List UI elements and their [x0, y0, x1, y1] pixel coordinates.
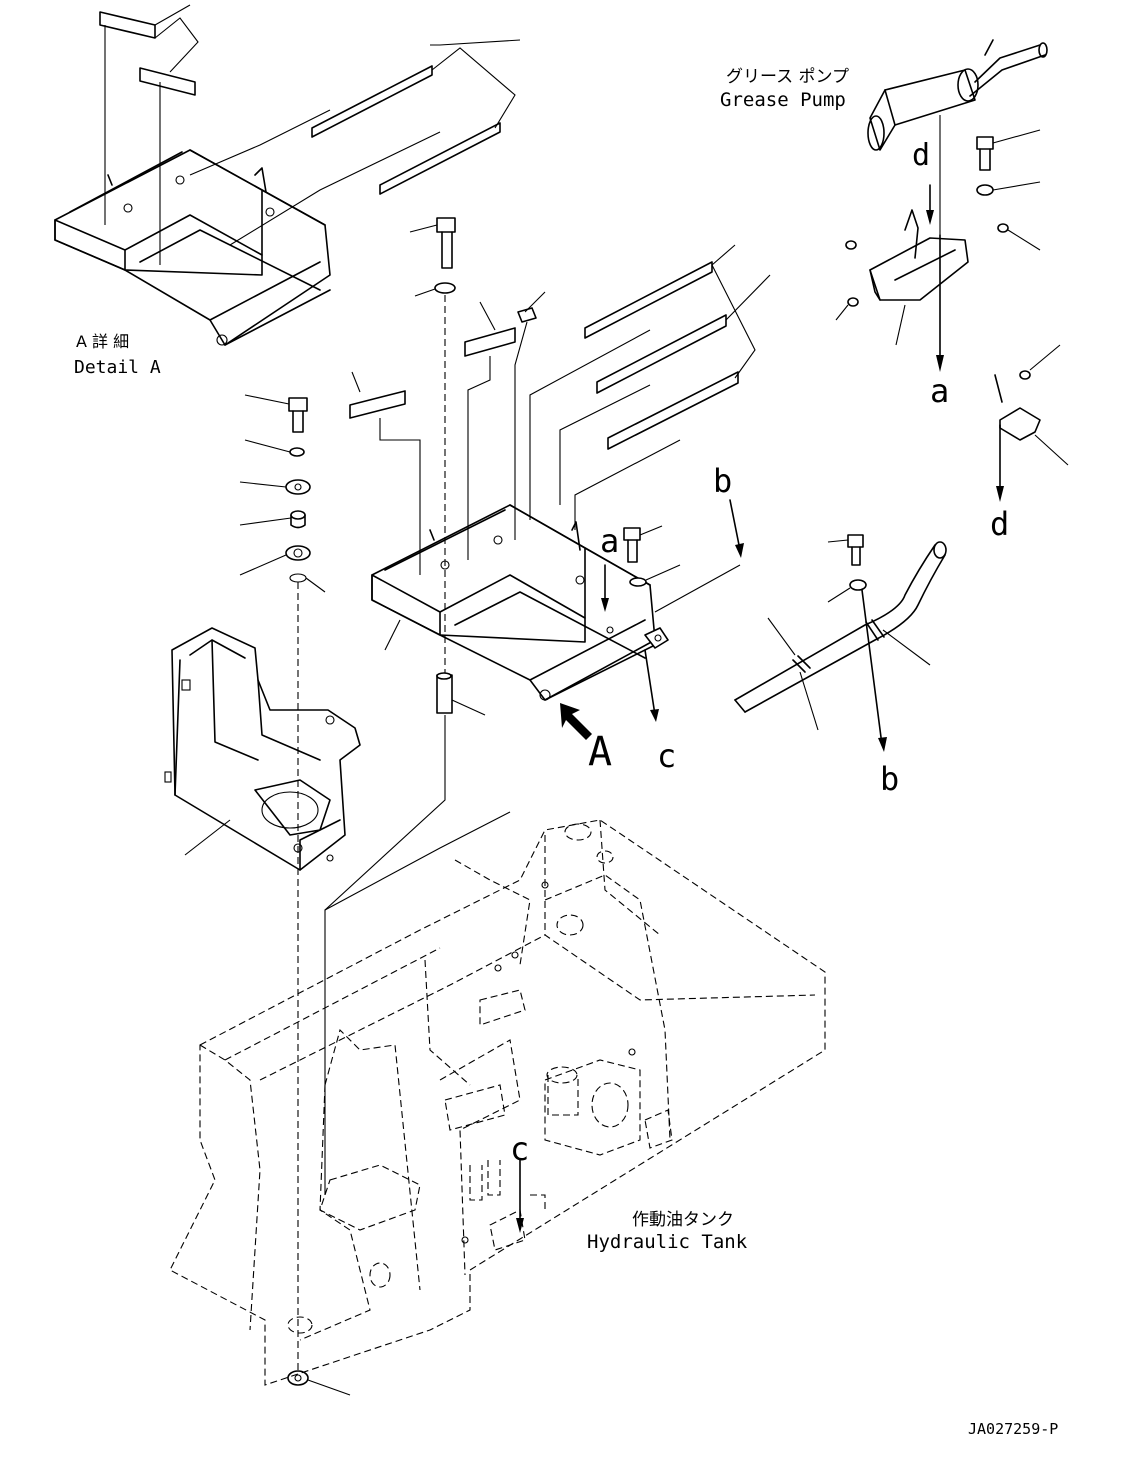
detail-a-drawing	[54, 4, 521, 346]
grease-pump-drawing	[835, 39, 1069, 502]
ref-b-upper: b	[713, 462, 732, 500]
cover-panel	[164, 627, 361, 871]
view-a-label: A	[588, 729, 612, 775]
grease-pump-jp-label: グリース ポンプ	[726, 67, 849, 87]
detail-a-en-label: Detail A	[74, 357, 161, 378]
detail-a-jp-label: A 詳 細	[76, 332, 129, 351]
ref-b-lower: b	[880, 760, 899, 798]
ref-d-upper: d	[912, 138, 930, 173]
ref-a-upper: a	[930, 372, 949, 410]
ref-c-upper: c	[657, 737, 676, 775]
hydraulic-tank-en-label: Hydraulic Tank	[587, 1231, 748, 1253]
center-bracket	[349, 217, 771, 740]
ref-a-center: a	[600, 522, 619, 560]
ref-c-lower: c	[510, 1130, 529, 1168]
hose	[734, 534, 947, 752]
left-fastener-stack	[239, 394, 351, 1396]
hydraulic-tank-jp-label: 作動油タンク	[632, 1210, 734, 1230]
grease-pump-en-label: Grease Pump	[720, 89, 846, 111]
drawing-number: JA027259-P	[968, 1420, 1058, 1438]
ref-d-lower: d	[990, 505, 1009, 543]
hydraulic-tank	[169, 715, 826, 1386]
